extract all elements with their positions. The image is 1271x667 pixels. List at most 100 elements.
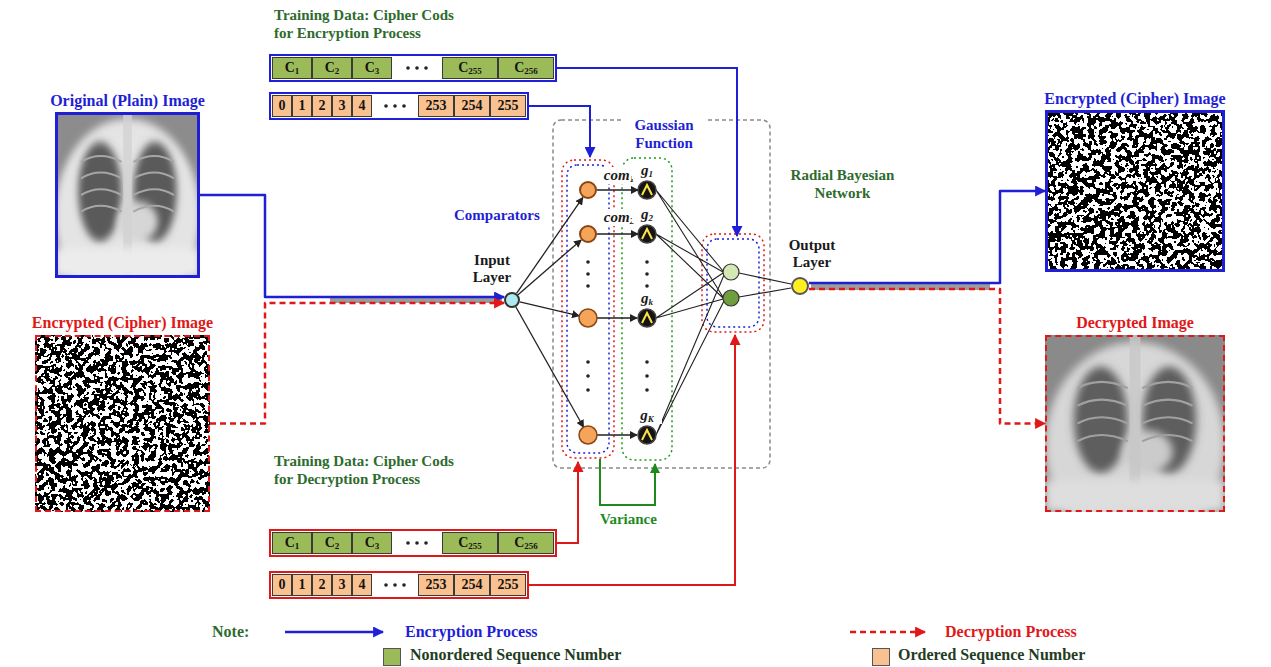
- sequence-cell: C2: [312, 57, 352, 79]
- sequence-cell: 0: [272, 574, 292, 596]
- ellipsis-dot: [415, 541, 419, 545]
- node-label: g1: [632, 162, 662, 179]
- cell-text: C256: [514, 61, 538, 75]
- cell-text: C3: [365, 61, 380, 75]
- decryption-group: [562, 160, 614, 458]
- image-heading: Decrypted Image: [1076, 314, 1194, 332]
- neuron-node: g1: [638, 181, 656, 199]
- node-label: Output Layer: [784, 237, 840, 271]
- sequence-cell: C255: [442, 532, 498, 554]
- neuron-node: gK: [638, 426, 656, 444]
- image-heading: Original (Plain) Image: [50, 92, 205, 110]
- sequence-row: [270, 93, 528, 119]
- ellipsis-dot: [406, 66, 410, 70]
- ellipsis-dot: [402, 583, 406, 587]
- training-data-arrow: [556, 68, 737, 236]
- ellipsis-dot: [586, 260, 590, 264]
- row-outline: [270, 93, 528, 119]
- sequence-cell: C255: [442, 57, 498, 79]
- neuron-node: g2: [638, 225, 656, 243]
- annotation-label: Comparators: [452, 206, 542, 224]
- gaussian-symbol: [642, 185, 652, 440]
- ellipsis-dot: [645, 272, 649, 276]
- ellipsis-dot: [645, 260, 649, 264]
- sequence-cell: C1: [272, 57, 312, 79]
- network-link: [516, 307, 584, 427]
- image-heading: Encrypted (Cipher) Image: [32, 314, 213, 332]
- node-label: Input Layer: [468, 252, 516, 286]
- cell-text: 3: [339, 578, 346, 592]
- sequence-cell: C256: [498, 57, 554, 79]
- annotation-label: Training Data: Cipher Cods for Decryptio…: [272, 452, 468, 488]
- sequence-cell: 3: [332, 574, 352, 596]
- node-label: com1: [602, 167, 636, 184]
- ellipsis-dot: [645, 284, 649, 288]
- cell-text: C255: [458, 61, 482, 75]
- sequence-row: [270, 530, 556, 556]
- sequence-cell: C1: [272, 532, 312, 554]
- legend-swatch: [383, 648, 401, 666]
- summation-neuron: [723, 264, 739, 280]
- neuron-node: Output Layer: [791, 277, 809, 295]
- annotation-label: Note:: [210, 623, 251, 641]
- ellipsis-dot: [645, 374, 649, 378]
- image-frame: Decrypted Image: [1045, 335, 1225, 512]
- image-tint: [1045, 335, 1225, 512]
- image-frame: Original (Plain) Image: [55, 112, 200, 278]
- neuron-node: com1: [579, 181, 597, 199]
- sequence-cell: C3: [352, 57, 392, 79]
- ellipsis-dot: [384, 104, 388, 108]
- sequence-cell: 253: [418, 95, 454, 117]
- sequence-cell: 2: [312, 95, 332, 117]
- training-data-arrow: [528, 106, 590, 157]
- sequence-cell: 255: [490, 95, 526, 117]
- legend-line-sample: [285, 631, 383, 634]
- legend-text: Ordered Sequence Number: [898, 646, 1085, 664]
- cell-text: C1: [285, 536, 300, 550]
- cell-text: C1: [285, 61, 300, 75]
- variance-bracket: [600, 459, 655, 505]
- network-link: [520, 302, 579, 316]
- summation-neuron: [723, 290, 739, 306]
- cell-text: C255: [458, 536, 482, 550]
- cell-text: 2: [319, 99, 326, 113]
- sequence-row: [270, 572, 528, 598]
- legend-text: Nonordered Sequence Number: [410, 646, 621, 664]
- comparator-neuron: [579, 309, 597, 327]
- legend-swatch: [872, 648, 890, 666]
- sequence-cell: 3: [332, 95, 352, 117]
- cell-text: C3: [365, 536, 380, 550]
- ellipsis-dot: [406, 541, 410, 545]
- connector: [809, 191, 1045, 283]
- sequence-cell: 255: [490, 574, 526, 596]
- row-outline: [270, 572, 528, 598]
- sequence-cell: C3: [352, 532, 392, 554]
- node-label: com2: [602, 209, 636, 226]
- connector: [597, 189, 638, 190]
- annotation-label: Training Data: Cipher Cods for Encryptio…: [272, 6, 468, 42]
- ellipsis-dot: [424, 541, 428, 545]
- decryption-group: [702, 234, 764, 332]
- cell-text: 253: [426, 99, 447, 113]
- ellipsis-dot: [424, 66, 428, 70]
- annotation-label: Variance: [598, 510, 659, 528]
- legend-text: Encryption Process: [405, 623, 538, 641]
- sequence-cell: 1: [292, 95, 312, 117]
- cell-text: 255: [498, 578, 519, 592]
- image-frame: Encrypted (Cipher) Image: [1045, 110, 1225, 272]
- neuron-node: Input Layer: [504, 292, 520, 308]
- cell-text: 1: [299, 99, 306, 113]
- connector: [597, 233, 638, 234]
- ellipsis-dot: [645, 388, 649, 392]
- cell-text: 254: [462, 99, 483, 113]
- ellipsis-dot: [586, 284, 590, 288]
- xray-image: [55, 112, 200, 311]
- cell-text: C256: [514, 536, 538, 550]
- connector: [210, 303, 504, 424]
- ellipsis-dot: [415, 66, 419, 70]
- sequence-cell: 4: [352, 574, 372, 596]
- ellipsis-dot: [586, 374, 590, 378]
- neuron-node: gk: [638, 309, 656, 327]
- sequence-cell: 4: [352, 95, 372, 117]
